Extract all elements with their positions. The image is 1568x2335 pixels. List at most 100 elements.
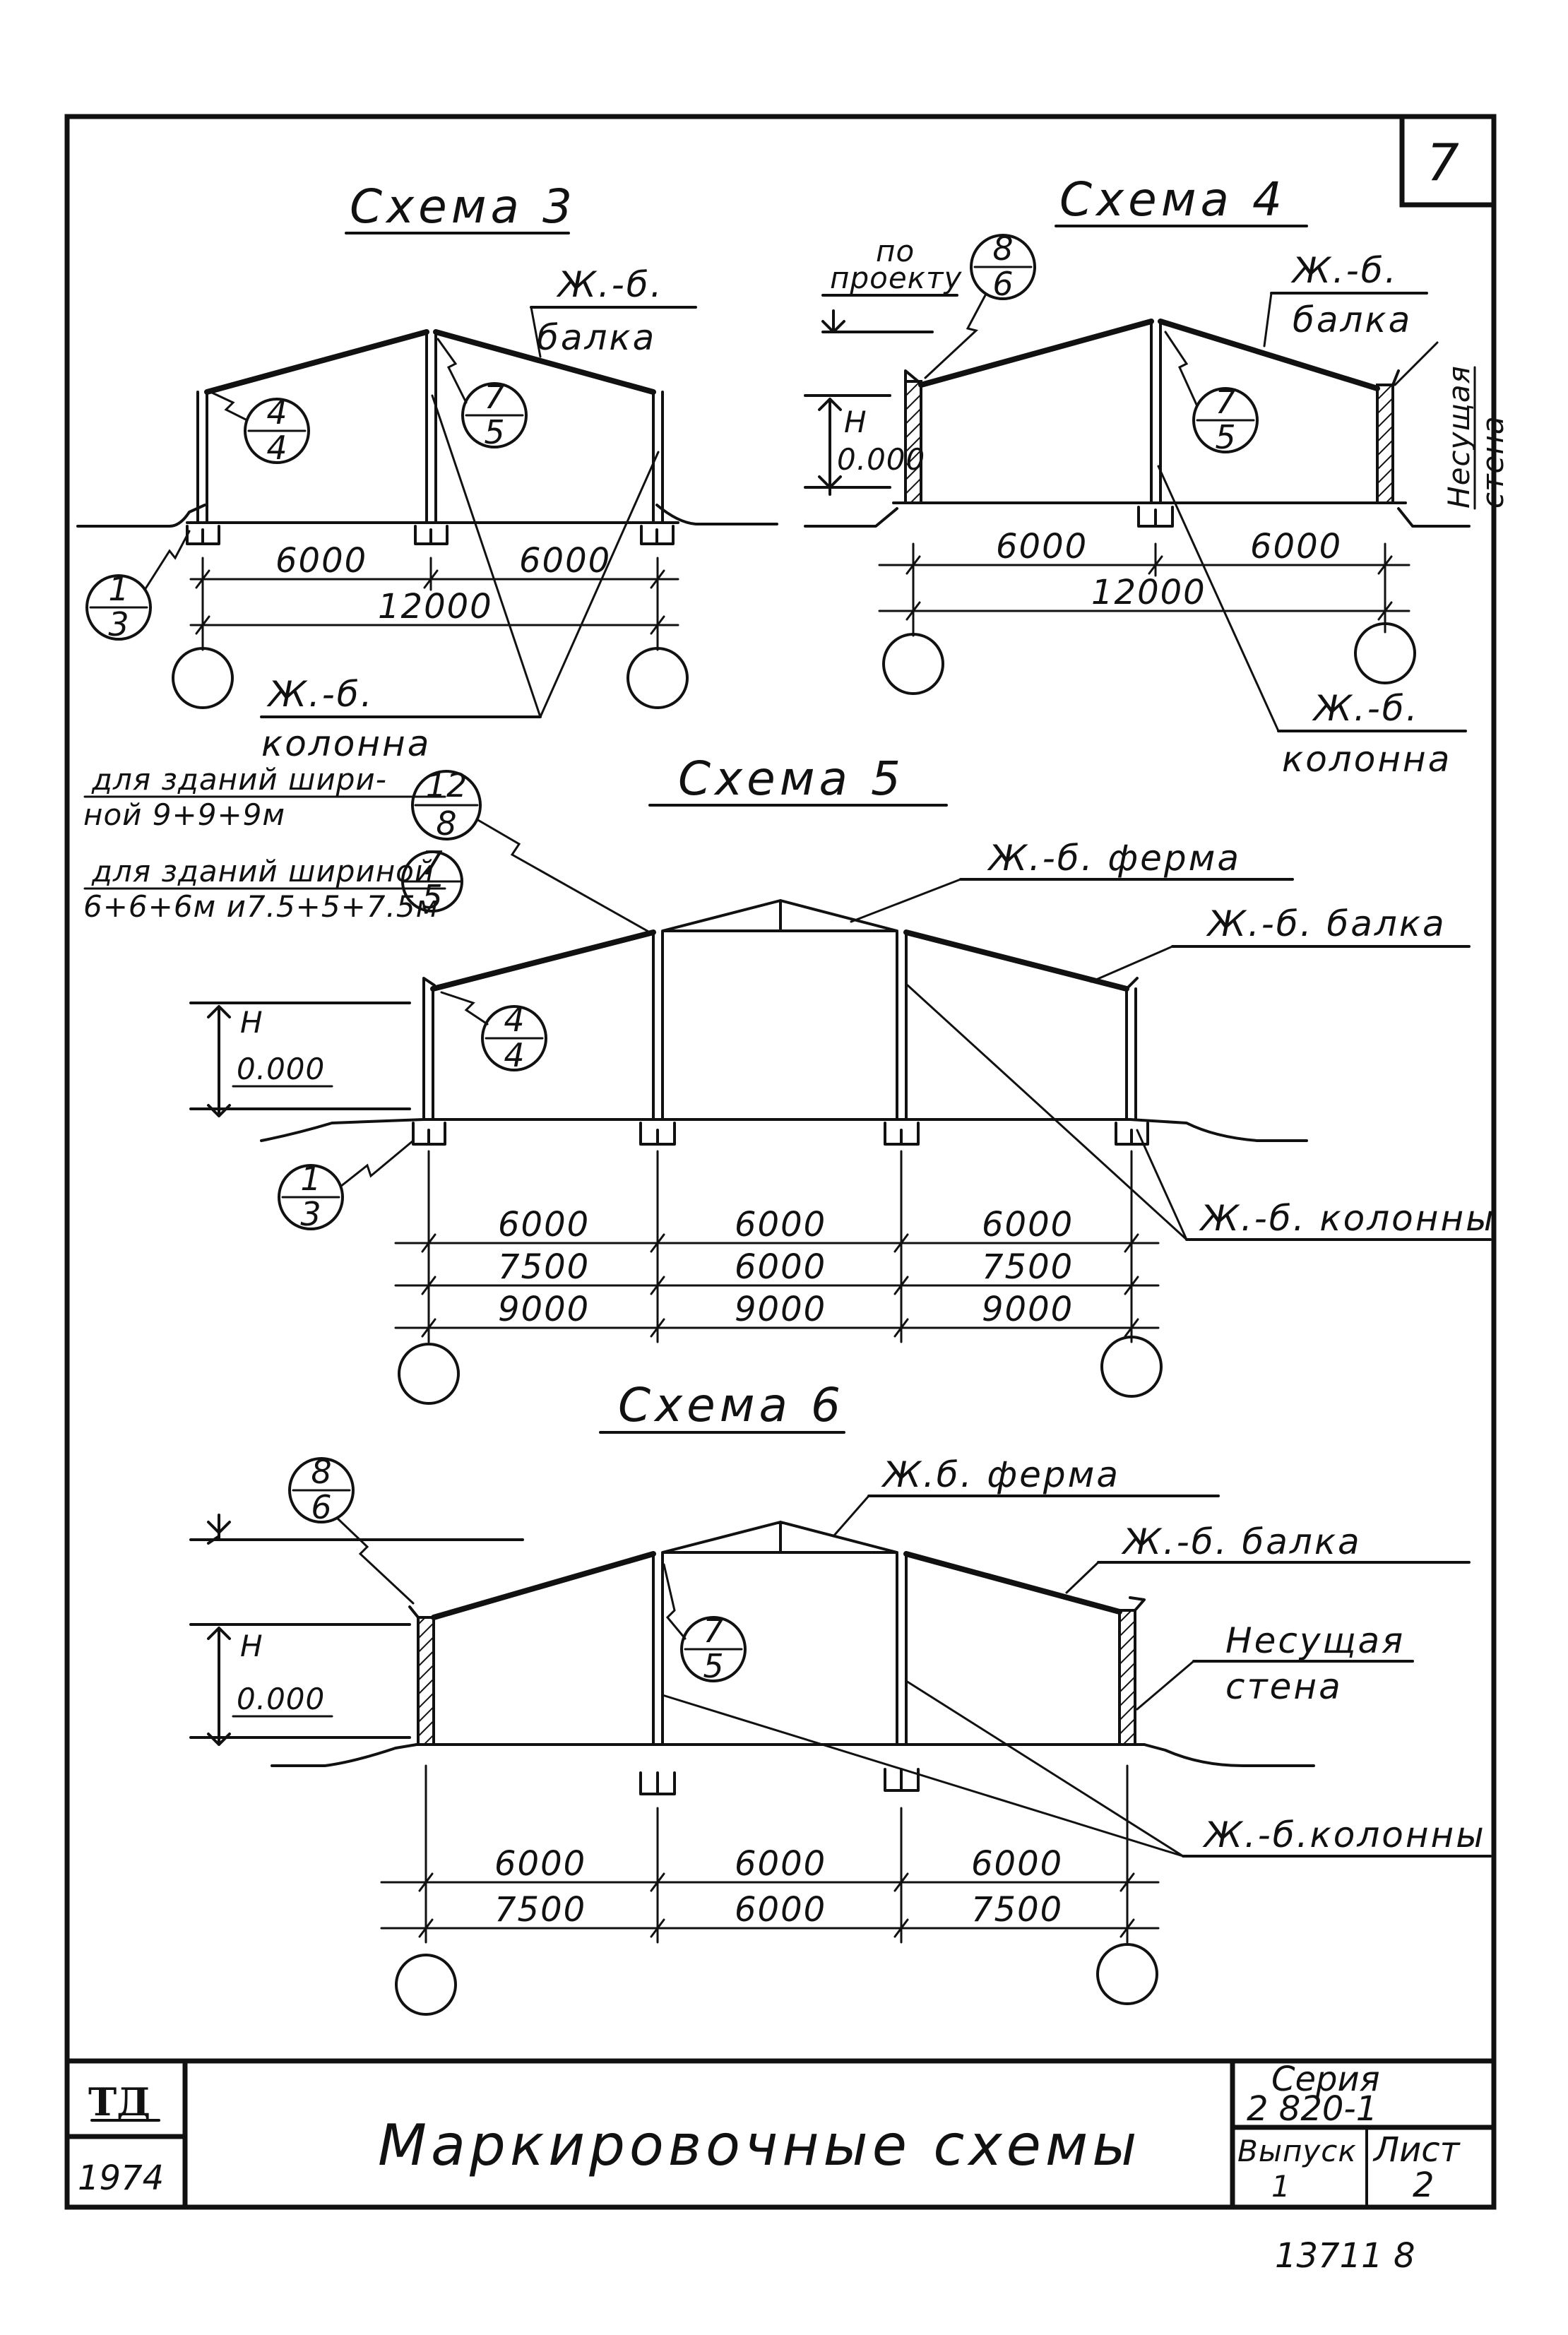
scheme-4-title: Схема 4 (1059, 172, 1286, 227)
scheme-5-truss (661, 899, 898, 932)
scheme-6-axis-bubble-left (395, 1954, 457, 2016)
scheme-6-footings (639, 1768, 920, 1795)
scheme-4-axis-bubble-right (1354, 622, 1416, 684)
scheme-5-dim-r2-c2: 6000 (735, 1247, 826, 1287)
sheet-frame (64, 114, 1497, 2210)
scheme-5-dim-r2-c3: 7500 (982, 1247, 1074, 1287)
scheme-4-column-label-1: Ж.-б. (1312, 688, 1420, 729)
scheme-6-truss-leader (832, 1495, 870, 1538)
scheme-4-project-label-1: по (876, 234, 915, 268)
sheet-label: Лист (1372, 2130, 1461, 2170)
scheme-3-dim-span1: 6000 (275, 541, 367, 581)
scheme-3-beam-label-1: Ж.-б. (556, 264, 664, 305)
scheme-6-level-marks (189, 1514, 524, 1746)
scheme-3-dim-span2: 6000 (519, 541, 611, 581)
scheme-5-dim-r1-c2: 6000 (735, 1205, 826, 1244)
scheme-6-wall-leader (1136, 1660, 1195, 1711)
scheme-5-columns-label: Ж.-б. колонны (1199, 1198, 1496, 1239)
scheme-3-marker-1-3: 1 3 (85, 530, 191, 643)
scheme-4-column-label-2: колонна (1282, 739, 1451, 780)
svg-text:4: 4 (504, 1001, 524, 1039)
scheme-5-dim-r2-c1: 7500 (498, 1247, 590, 1287)
scheme-3-beam-label-2: балка (537, 317, 656, 358)
scheme-3-axis-bubble-left (172, 647, 234, 709)
scheme-5-note2-line1: для зданий шириной (91, 854, 434, 889)
issue-value: 1 (1271, 2169, 1291, 2204)
svg-text:6: 6 (311, 1488, 331, 1526)
svg-text:7: 7 (1215, 383, 1235, 421)
scheme-6-wall-right (1118, 1609, 1136, 1746)
scheme-6-title: Схема 6 (618, 1378, 845, 1432)
svg-text:12: 12 (426, 766, 468, 804)
svg-text:6: 6 (992, 265, 1013, 303)
scheme-4-level-h: H (844, 405, 867, 439)
scheme-5-level-zero: 0.000 (237, 1052, 325, 1086)
scheme-5-beam-leader (1090, 945, 1174, 983)
scheme-6-columns (652, 1552, 908, 1746)
svg-text:5: 5 (422, 878, 442, 916)
scheme-4-marker-7-5: 7 5 (1164, 331, 1259, 456)
scheme-6-dim-r2-c2: 6000 (735, 1890, 826, 1930)
scheme-4-top-level-mark (821, 309, 934, 333)
scheme-4-axis-bubble-left (882, 633, 944, 695)
scheme-6-marker-7-5: 7 5 (663, 1563, 747, 1685)
svg-text:5: 5 (1215, 418, 1235, 456)
scheme-5-columns (422, 931, 1137, 1121)
scheme-5-truss-leader (850, 878, 962, 923)
scheme-5-footings (412, 1122, 1149, 1146)
scheme-6-beam-leader (1065, 1561, 1100, 1594)
sheet-value: 2 (1413, 2165, 1435, 2205)
scheme-4-wall-label: Несущая стена (1442, 365, 1510, 510)
svg-text:1: 1 (108, 570, 129, 608)
scheme-6-dimension-lines (380, 1764, 1160, 1944)
scheme-6-wall-anchors (408, 1596, 1146, 1619)
scheme-6-level-h: H (240, 1629, 263, 1663)
scheme-5-note1-line2: ной 9+9+9м (83, 797, 285, 832)
scheme-3-roof-beams (204, 329, 656, 395)
scheme-5-dimension-lines (394, 1150, 1160, 1343)
scheme-4-beam-leader (1263, 292, 1273, 347)
scheme-4-roof-beams (918, 319, 1380, 391)
scheme-5-roof-beams (430, 929, 1129, 992)
svg-text:5: 5 (484, 413, 504, 451)
scheme-6-roof-beams (431, 1551, 1122, 1620)
scheme-4-beam-label-1: Ж.-б. (1290, 250, 1398, 291)
scheme-3-beam-leader (530, 306, 542, 358)
scheme-4-dimension-lines (878, 542, 1410, 637)
scheme-5-dim-r3-c3: 9000 (982, 1290, 1074, 1329)
scheme-5-dim-r3-c2: 9000 (735, 1290, 826, 1329)
issue-label: Выпуск (1237, 2134, 1357, 2168)
series-label: Серия (1271, 2060, 1380, 2099)
scheme-4-column-leader (1157, 465, 1280, 732)
scheme-5-level-marks (189, 1002, 411, 1117)
scheme-3-dim-total: 12000 (378, 587, 493, 626)
svg-text:7: 7 (703, 1612, 723, 1650)
scheme-6-dim-r1-c2: 6000 (735, 1844, 826, 1884)
scheme-6-truss-label: Ж.б. ферма (881, 1454, 1120, 1495)
page-number: 7 (1427, 133, 1459, 192)
scheme-5-marker-12-8: 12 8 (411, 766, 651, 934)
scheme-5-dim-r1-c1: 6000 (498, 1205, 590, 1244)
scheme-6-dim-r1-c3: 6000 (971, 1844, 1063, 1884)
stamp-td: ТД (88, 2079, 150, 2125)
scheme-4-wall-label-1: Несущая (1442, 365, 1476, 509)
scheme-6-columns-label: Ж.-б.колонны (1202, 1814, 1486, 1855)
scheme-5-columns-leaders (906, 984, 1188, 1241)
scheme-6-wall-label-2: стена (1225, 1666, 1343, 1707)
scheme-6-marker-8-6: 8 6 (288, 1453, 415, 1605)
footer-code: 13711 8 (1275, 2236, 1415, 2276)
svg-text:8: 8 (436, 804, 456, 843)
scheme-3-marker-7-5: 7 5 (436, 338, 528, 451)
scheme-3-dimension-lines (189, 557, 679, 651)
title-block-year: 1974 (78, 2158, 164, 2198)
scheme-5-axis-bubble-right (1100, 1336, 1163, 1398)
scheme-4: Схема 4 по проекту H 0.000 8 6 (804, 172, 1510, 780)
scheme-4-dim-total: 12000 (1091, 573, 1206, 612)
scheme-6-level-zero: 0.000 (237, 1682, 325, 1716)
svg-text:8: 8 (992, 230, 1013, 268)
scheme-6-dim-r2-c1: 7500 (494, 1890, 586, 1930)
scheme-4-level-marks (804, 394, 891, 496)
scheme-3-columns (196, 331, 664, 524)
scheme-5-title: Схема 5 (678, 751, 905, 806)
